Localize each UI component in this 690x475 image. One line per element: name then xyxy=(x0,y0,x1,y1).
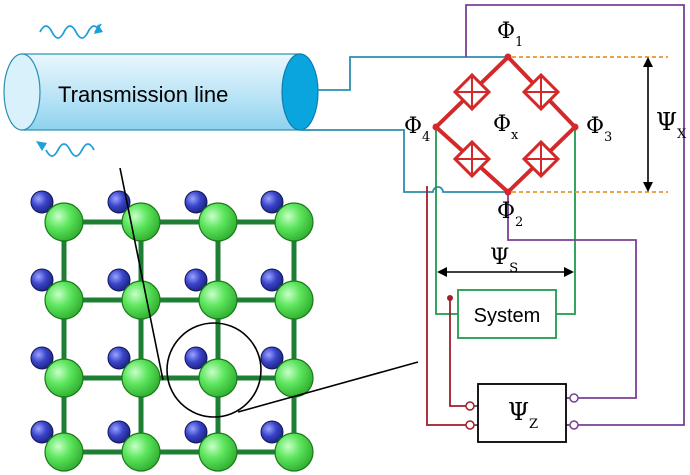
blue-atom xyxy=(30,190,54,214)
psi-z-box: ΨZ xyxy=(465,383,579,443)
wire-darkred-inner xyxy=(449,298,470,407)
green-atom xyxy=(198,358,238,398)
blue-atom xyxy=(260,420,284,444)
label-phi-x: Φx xyxy=(493,112,519,143)
transmission-line-label: Transmission line xyxy=(58,82,228,107)
zoom-line-lower xyxy=(237,361,419,413)
zoom-circle xyxy=(166,322,262,418)
junction-upper-right-icon xyxy=(521,72,561,112)
node-top xyxy=(504,53,512,61)
green-atom xyxy=(274,202,314,242)
green-atom xyxy=(121,202,161,242)
node-right xyxy=(571,123,579,131)
wave-arrow-bottom-icon xyxy=(36,141,95,157)
system-box: System xyxy=(457,289,557,339)
psi-x-arrow xyxy=(643,57,653,192)
blue-atom xyxy=(184,268,208,292)
port-right-bottom xyxy=(569,420,579,430)
label-psi-x: ΨX xyxy=(656,108,687,142)
wire-teal-top xyxy=(318,56,508,91)
green-atom xyxy=(44,202,84,242)
node-left xyxy=(432,123,440,131)
junction-lower-left-icon xyxy=(452,139,492,179)
wave-arrow-top-icon xyxy=(39,23,103,39)
junction-lower-right-icon xyxy=(521,139,561,179)
wire-green-left xyxy=(435,127,458,315)
cable-end-cap xyxy=(281,53,319,131)
port-left-top xyxy=(465,401,475,411)
green-atom xyxy=(274,432,314,472)
wire-purple-inner xyxy=(507,192,637,399)
green-atom xyxy=(198,432,238,472)
blue-atom xyxy=(107,420,131,444)
blue-atom xyxy=(184,190,208,214)
crystal-lattice xyxy=(30,190,314,472)
green-atom xyxy=(121,432,161,472)
blue-atom xyxy=(30,420,54,444)
blue-atom xyxy=(184,420,208,444)
green-atom xyxy=(44,358,84,398)
transmission-line: Transmission line xyxy=(3,53,319,131)
node-bottom xyxy=(504,188,512,196)
blue-atom xyxy=(260,190,284,214)
label-phi-3: Φ3 xyxy=(586,114,612,145)
green-atom xyxy=(198,280,238,320)
bridge xyxy=(432,53,579,196)
port-left-bottom xyxy=(465,420,475,430)
green-atom xyxy=(198,202,238,242)
blue-atom xyxy=(260,346,284,370)
junction-upper-left-icon xyxy=(452,72,492,112)
blue-atom xyxy=(107,190,131,214)
port-right-top xyxy=(569,393,579,403)
label-psi-s: ΨS xyxy=(490,245,518,276)
psi-s-arrow xyxy=(437,267,574,277)
zoom-line-upper xyxy=(119,167,164,381)
label-phi-2: Φ2 xyxy=(497,199,523,230)
green-atom xyxy=(44,432,84,472)
green-atom xyxy=(121,358,161,398)
blue-atom xyxy=(107,268,131,292)
blue-atom xyxy=(30,268,54,292)
green-atom xyxy=(121,280,161,320)
label-phi-4: Φ4 xyxy=(404,114,430,145)
green-atom xyxy=(274,358,314,398)
green-atom xyxy=(274,280,314,320)
blue-atom xyxy=(30,346,54,370)
system-label: System xyxy=(474,305,541,327)
junction-dot xyxy=(447,295,453,301)
wire-purple-outer xyxy=(465,4,685,426)
label-phi-1: Φ1 xyxy=(497,19,523,50)
label-psi-z: ΨZ xyxy=(508,398,538,432)
blue-atom xyxy=(107,346,131,370)
blue-atom xyxy=(184,346,208,370)
blue-atom xyxy=(260,268,284,292)
wire-darkred-outer xyxy=(426,186,470,426)
green-atom xyxy=(44,280,84,320)
wire-green-right xyxy=(556,127,576,315)
